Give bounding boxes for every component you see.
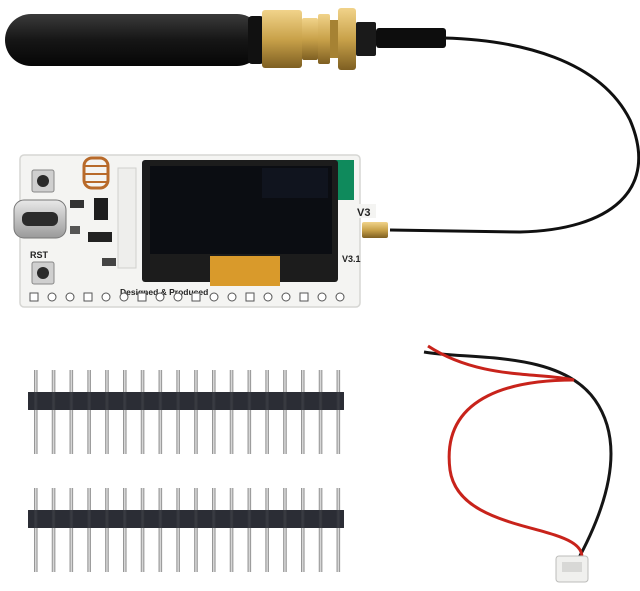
header-pin xyxy=(247,370,252,454)
pin-header-bottom xyxy=(28,488,344,572)
wire-black xyxy=(423,350,613,566)
board-pin-hole xyxy=(281,292,291,302)
board-pin-hole xyxy=(209,292,219,302)
board-pin-row xyxy=(29,292,345,302)
sma-connector xyxy=(262,8,446,70)
board-pin-hole xyxy=(335,292,345,302)
header-pin xyxy=(265,488,269,572)
header-pin xyxy=(212,370,216,454)
header-pin xyxy=(176,488,180,572)
board-pin-hole xyxy=(83,292,93,302)
board-pin-hole xyxy=(65,292,75,302)
header-pin xyxy=(265,370,269,454)
header-pin xyxy=(283,370,287,454)
header-pin xyxy=(140,488,145,572)
header-pin xyxy=(69,370,74,454)
header-pin xyxy=(229,488,234,572)
ipex-connector xyxy=(362,222,388,238)
header-pin xyxy=(87,488,91,572)
wire-red xyxy=(427,344,584,566)
board-pin-hole xyxy=(173,292,183,302)
header-pin xyxy=(34,370,38,454)
header-pin xyxy=(176,370,180,454)
header-pin xyxy=(212,488,216,572)
header-pin xyxy=(123,488,127,572)
board-pin-hole xyxy=(119,292,129,302)
header-pin xyxy=(229,370,234,454)
pigtail-cable xyxy=(389,36,640,234)
header-pin xyxy=(318,488,323,572)
spring-coil xyxy=(82,156,110,190)
header-pin xyxy=(69,488,74,572)
header-pin xyxy=(194,488,198,572)
header-pin xyxy=(301,370,305,454)
header-pin xyxy=(194,370,198,454)
header-pin xyxy=(51,370,56,454)
header-pin xyxy=(105,488,109,572)
board-pin-hole xyxy=(245,292,255,302)
header-pin xyxy=(301,488,305,572)
header-pin xyxy=(336,488,341,572)
header-pin xyxy=(34,488,38,572)
header-pin xyxy=(140,370,145,454)
board-footer-text: Designed & Produced xyxy=(120,287,208,297)
header-pin xyxy=(123,370,127,454)
header-pin xyxy=(51,488,56,572)
header-pin xyxy=(318,370,323,454)
header-pin xyxy=(158,370,163,454)
antenna-rubber-whip xyxy=(5,14,263,66)
board-pin-hole xyxy=(317,292,327,302)
header-pin xyxy=(283,488,287,572)
board-pin-hole xyxy=(263,292,273,302)
board-pin-hole xyxy=(101,292,111,302)
reset-label: RST xyxy=(30,250,49,260)
board-pin-hole xyxy=(227,292,237,302)
header-pin xyxy=(87,370,91,454)
header-pin xyxy=(336,370,341,454)
antenna xyxy=(5,8,446,70)
battery-cable xyxy=(423,344,613,583)
board-pin-hole xyxy=(47,292,57,302)
board-pin-hole xyxy=(299,292,309,302)
version-label: V3.1 xyxy=(342,254,361,264)
board-pin-hole xyxy=(155,292,165,302)
pin-header-top xyxy=(28,370,344,454)
version-badge: V3 xyxy=(357,207,370,219)
board-pin-hole xyxy=(29,292,39,302)
board-pin-hole xyxy=(191,292,201,302)
header-pin xyxy=(105,370,109,454)
board-pin-hole xyxy=(137,292,147,302)
header-pin xyxy=(158,488,163,572)
board: RST V3 V3.1 Designed & Produced xyxy=(13,154,388,308)
oled-ribbon xyxy=(210,256,280,286)
header-pin xyxy=(247,488,252,572)
